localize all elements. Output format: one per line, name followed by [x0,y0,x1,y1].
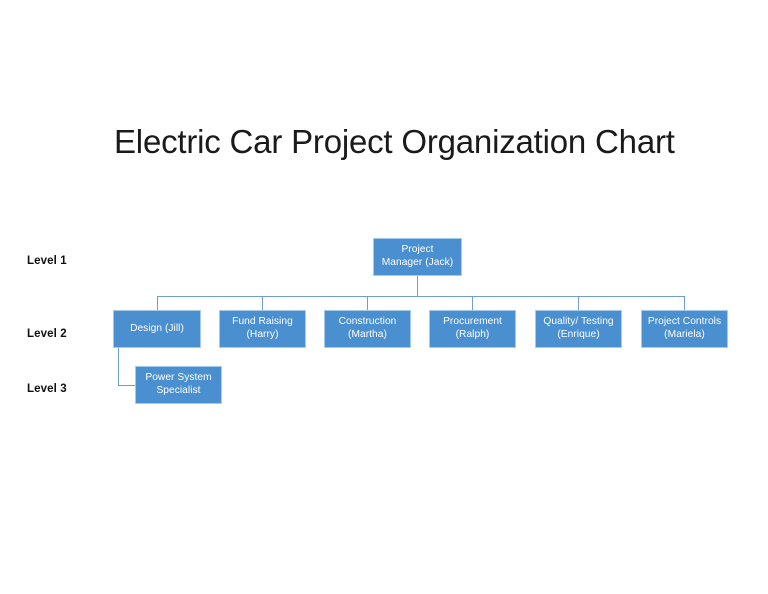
connector-drop-design [157,296,159,310]
connector-drop-quality [578,296,580,310]
level-label-2: Level 2 [27,328,67,340]
level-label-1: Level 1 [27,255,67,267]
connector-drop-constr [367,296,369,310]
org-node-project-manager[interactable]: Project Manager (Jack) [373,238,462,276]
connector-drop-controls [684,296,686,310]
connector-drop-procure [472,296,474,310]
org-node-design[interactable]: Design (Jill) [113,310,201,348]
org-node-fund-raising[interactable]: Fund Raising (Harry) [219,310,306,348]
page-title: Electric Car Project Organization Chart [114,123,675,160]
connector-elbow-vertical [118,348,120,386]
org-node-construction[interactable]: Construction (Martha) [324,310,411,348]
org-node-quality-testing[interactable]: Quality/ Testing (Enrique) [535,310,622,348]
org-node-project-controls[interactable]: Project Controls (Mariela) [641,310,728,348]
connector-level2-bus [157,296,685,298]
connector-drop-fund [262,296,264,310]
connector-pm-stem [417,276,419,297]
org-node-procurement[interactable]: Procurement (Ralph) [429,310,516,348]
org-node-power-system-specialist[interactable]: Power System Specialist [135,366,222,404]
level-label-3: Level 3 [27,383,67,395]
connector-elbow-horizontal [118,385,136,387]
